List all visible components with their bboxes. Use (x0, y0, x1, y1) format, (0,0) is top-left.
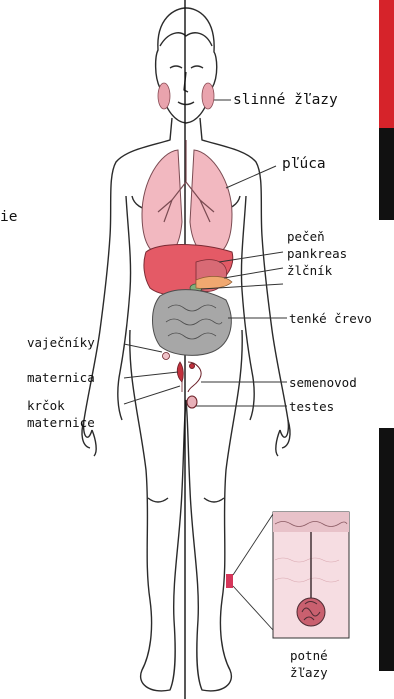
label-lungs: pľúca (282, 155, 326, 173)
label-uterus: maternica (27, 369, 95, 386)
pancreas (196, 276, 232, 288)
sweat-gland-inset (226, 512, 349, 638)
label-ovaries: vaječníky (27, 334, 95, 351)
label-small-intestine: tenké črevo (289, 310, 372, 327)
label-fragment: ie (0, 208, 17, 226)
dark-side-bar-top (379, 128, 394, 220)
label-vas-deferens: semenovod (289, 374, 357, 391)
label-testes: testes (289, 398, 334, 415)
label-cervix-line2: maternice (27, 414, 95, 431)
lungs (142, 150, 232, 257)
label-liver: pečeň (287, 228, 325, 245)
dark-side-bar-bottom (379, 428, 394, 671)
small-intestine (153, 290, 232, 356)
label-gallbladder: žlčník (287, 262, 332, 279)
label-cervix-line1: krčok (27, 397, 65, 414)
label-pancreas: pankreas (287, 245, 347, 262)
label-salivary-glands: slinné žľazy (233, 91, 338, 109)
red-side-bar (379, 0, 394, 128)
male-organs (187, 362, 201, 408)
label-sweat-line1: potné (290, 647, 328, 664)
label-sweat-line2: žľazy (290, 664, 328, 681)
